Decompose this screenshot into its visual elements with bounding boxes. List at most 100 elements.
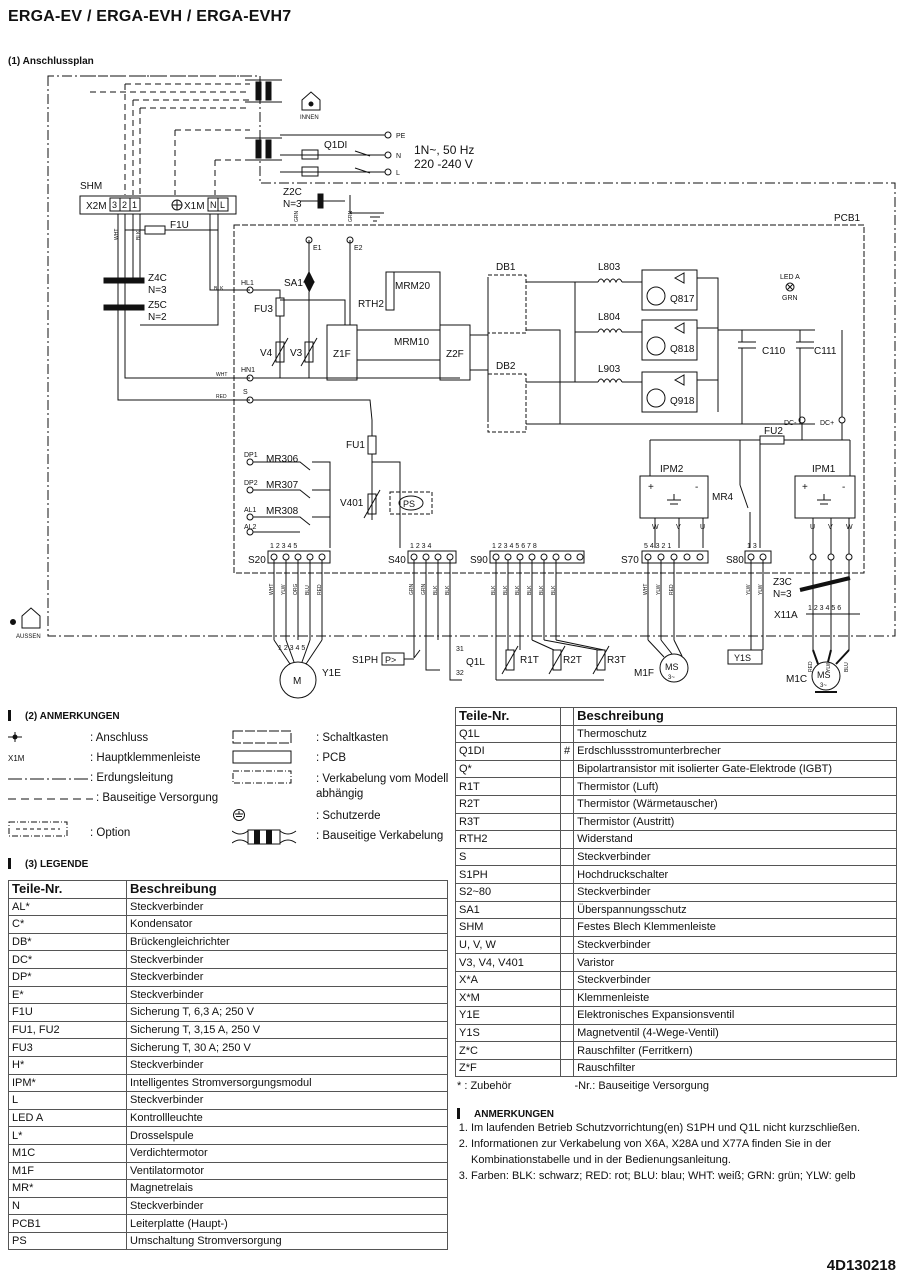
description-cell: Ventilatormotor [126, 1161, 448, 1181]
label-aussen: AUSSEN [16, 634, 41, 640]
part-no-cell: L [8, 1091, 127, 1110]
description-cell: Thermoschutz [573, 724, 897, 744]
note-hauptklemmenleiste: : Hauptklemmenleiste [90, 752, 201, 764]
outdoor-unit-boundary [47, 75, 896, 637]
field-cable-tie-icon [231, 828, 302, 849]
table-row: H*Steckverbinder [8, 1055, 448, 1075]
marker-cell [559, 953, 575, 972]
svg-text:RED: RED [216, 394, 227, 400]
svg-text:X1M: X1M [184, 201, 205, 212]
svg-text:1N~, 50 Hz: 1N~, 50 Hz [414, 143, 474, 157]
column-header-description: Beschreibung [573, 707, 897, 726]
symbol-connection [8, 730, 88, 747]
part-no-cell: V3, V4, V401 [455, 953, 561, 972]
svg-text:+: + [648, 482, 654, 493]
section-heading-legende: (3) LEGENDE [8, 858, 88, 870]
svg-text:220 -240 V: 220 -240 V [414, 157, 473, 171]
svg-text:IPM1: IPM1 [812, 464, 836, 475]
house-aussen-icon [10, 607, 41, 629]
part-no-cell: Z*C [455, 1041, 561, 1060]
svg-text:M: M [293, 676, 301, 687]
label-innen: INNEN [300, 115, 319, 121]
svg-text:1 2 3 4: 1 2 3 4 [410, 543, 432, 550]
svg-text:BLK: BLK [503, 585, 509, 595]
svg-text:BLK: BLK [515, 585, 521, 595]
table-header-row: Teile-Nr. Beschreibung [8, 880, 448, 899]
list-item: Im laufenden Betrieb Schutzvorrichtung(e… [471, 1120, 906, 1136]
section-heading-anmerkungen: (2) ANMERKUNGEN [8, 710, 120, 722]
description-cell: Steckverbinder [126, 897, 448, 917]
part-no-cell: R2T [455, 794, 561, 814]
svg-text:PCB1: PCB1 [834, 213, 861, 224]
part-no-cell: FU1, FU2 [8, 1020, 127, 1040]
svg-text:WHT: WHT [114, 229, 120, 240]
svg-text:AL1: AL1 [244, 507, 257, 514]
description-cell: Steckverbinder [126, 1091, 448, 1110]
svg-text:S70: S70 [621, 555, 639, 566]
svg-text:S: S [243, 389, 248, 396]
svg-text:5 4 3 2 1: 5 4 3 2 1 [644, 543, 671, 550]
description-cell: Widerstand [573, 830, 897, 849]
table-row: Q*Bipolartransistor mit isolierter Gate-… [455, 759, 897, 779]
svg-text:YLW: YLW [746, 584, 752, 595]
description-cell: Kontrollleuchte [126, 1108, 448, 1128]
part-no-cell: E* [8, 985, 127, 1005]
description-cell: Magnetrelais [126, 1179, 448, 1198]
part-no-cell: FU3 [8, 1038, 127, 1057]
part-no-cell: X*M [455, 988, 561, 1008]
svg-text:Q1DI: Q1DI [324, 140, 347, 151]
marker-cell [559, 812, 575, 832]
svg-text:FU2: FU2 [764, 426, 783, 437]
part-no-cell: SA1 [455, 900, 561, 920]
svg-text:DB1: DB1 [496, 262, 516, 273]
svg-text:Z2F: Z2F [446, 349, 464, 360]
part-no-cell: C* [8, 915, 127, 934]
svg-text:BLK: BLK [551, 585, 557, 595]
svg-text:N=3: N=3 [148, 285, 167, 296]
svg-text:E1: E1 [313, 245, 322, 252]
table-row: C*Kondensator [8, 915, 448, 934]
svg-text:IPM2: IPM2 [660, 464, 684, 475]
house-innen-icon [301, 91, 321, 111]
svg-text:P>: P> [385, 655, 396, 665]
svg-text:BLK: BLK [214, 286, 224, 292]
svg-text:L: L [220, 200, 225, 210]
part-no-cell: N [8, 1196, 127, 1216]
part-no-cell: Z*F [455, 1058, 561, 1078]
description-cell: Steckverbinder [573, 935, 897, 955]
part-no-cell: Q1L [455, 724, 561, 744]
part-no-cell: PS [8, 1231, 127, 1251]
svg-text:F1U: F1U [170, 220, 189, 231]
svg-text:1 2 3 4 5: 1 2 3 4 5 [278, 645, 305, 652]
svg-text:GRN: GRN [294, 211, 300, 223]
description-cell: Kondensator [126, 915, 448, 934]
table-row: Q1DI#Erdschlussstromunterbrecher [455, 742, 897, 761]
part-no-cell: DP* [8, 967, 127, 987]
note-schaltkasten: : Schaltkasten [316, 732, 389, 744]
table-row: DC*Steckverbinder [8, 950, 448, 969]
svg-text:L804: L804 [598, 312, 621, 323]
svg-text:Q818: Q818 [670, 344, 695, 355]
svg-text:L903: L903 [598, 364, 621, 375]
marker-cell [559, 935, 575, 955]
table-row: MR*Magnetrelais [8, 1179, 448, 1198]
part-no-cell: R1T [455, 777, 561, 796]
svg-text:Y1E: Y1E [322, 668, 341, 679]
svg-text:Y1S: Y1S [734, 653, 751, 663]
svg-text:Z2C: Z2C [283, 187, 302, 198]
svg-text:FU1: FU1 [346, 440, 365, 451]
symbol-option [8, 820, 70, 843]
svg-text:S20: S20 [248, 555, 266, 566]
svg-text:YLW: YLW [656, 584, 662, 595]
description-cell: Brückengleichrichter [126, 932, 448, 952]
